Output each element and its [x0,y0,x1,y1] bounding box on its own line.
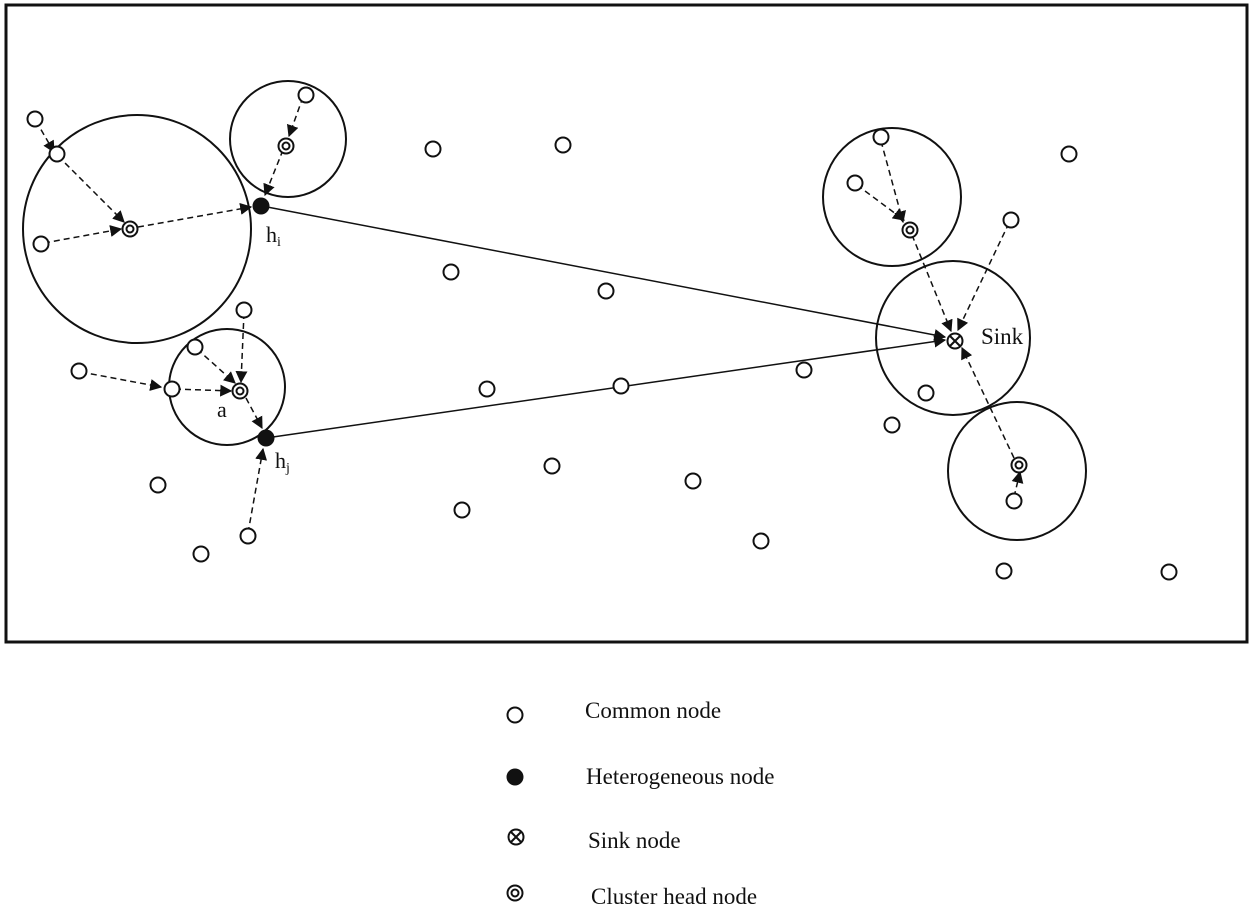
dashed-link [174,384,233,397]
common-node [1160,563,1178,581]
dashed-link [287,96,304,138]
common-node [1005,492,1023,510]
common-node [297,86,315,104]
cluster-circle-a [168,328,286,446]
common-node [554,136,572,154]
common-node [192,545,210,563]
legend-item-heterogeneous: Heterogeneous node [506,764,774,789]
cluster-head-nodes [121,137,1028,474]
legend-label-sink: Sink node [588,828,681,853]
dashed-link [957,222,1010,332]
label-hi: hi [266,222,281,250]
legend-common-node-icon [506,706,524,724]
common-node [239,527,257,545]
cluster-circle-sink [875,260,1031,416]
cluster-circle-large [22,114,252,344]
heterogeneous-node-hj [257,429,275,447]
label-a: a [217,397,227,422]
dashed-link [247,447,268,534]
common-node [32,235,50,253]
common-node [872,128,890,146]
common-node [478,380,496,398]
common-node [70,362,88,380]
solid-links [261,205,947,439]
common-node [424,140,442,158]
legend-cluster-head-node-icon [506,884,524,902]
cluster-head-node [121,220,139,238]
common-node [795,361,813,379]
dashed-link [245,397,263,430]
legend-item-sink: Sink node [507,828,681,853]
cluster-head-node [231,382,249,400]
heterogeneous-nodes [252,197,275,447]
dashed-link [961,346,1015,459]
dashed-link [235,312,248,384]
cluster-circle-top-left [229,80,347,198]
dashed-link [137,202,253,228]
common-node [846,174,864,192]
dashed-link [57,155,125,223]
common-node [597,282,615,300]
common-node [48,145,66,163]
common-node [442,263,460,281]
legend-heterogeneous-node-icon [506,768,524,786]
dashed-link [80,371,163,391]
legend-label-common: Common node [585,698,721,723]
common-node [883,416,901,434]
dashed-link [911,234,953,333]
diagram-frame [4,3,1249,644]
common-node [163,380,181,398]
dashed-link [43,225,123,244]
common-node [684,472,702,490]
dashed-link [880,140,906,224]
cluster-head-node [901,221,919,239]
legend-item-common: Common node [506,698,721,724]
cluster-head-node [277,137,295,155]
legend: Common node Heterogeneous node Sink node… [506,698,774,909]
link-hj-to-sink [265,335,947,439]
legend-sink-node-icon [507,828,525,846]
legend-label-heterogeneous: Heterogeneous node [586,764,774,789]
common-node [186,338,204,356]
common-node [1060,145,1078,163]
sink-node [946,332,964,350]
common-node [453,501,471,519]
cluster-head-node [1010,456,1028,474]
common-node [612,377,630,395]
heterogeneous-node-hi [252,197,270,215]
label-hj: hj [275,448,290,476]
common-node [917,384,935,402]
common-node [235,301,253,319]
common-node [26,110,44,128]
legend-label-cluster-head: Cluster head node [591,884,757,909]
cluster-circle-top-right [822,127,962,267]
dashed-link [196,348,236,384]
link-hi-to-sink [261,205,947,341]
common-node [1002,211,1020,229]
common-node [995,562,1013,580]
cluster-circles [22,80,1087,541]
common-nodes [26,86,1178,581]
common-node [149,476,167,494]
legend-item-cluster-head: Cluster head node [506,884,757,909]
label-sink: Sink [981,324,1024,349]
common-node [752,532,770,550]
cluster-circle-bottom-right [947,401,1087,541]
dashed-link [263,149,284,197]
dashed-links [35,96,1024,534]
common-node [543,457,561,475]
